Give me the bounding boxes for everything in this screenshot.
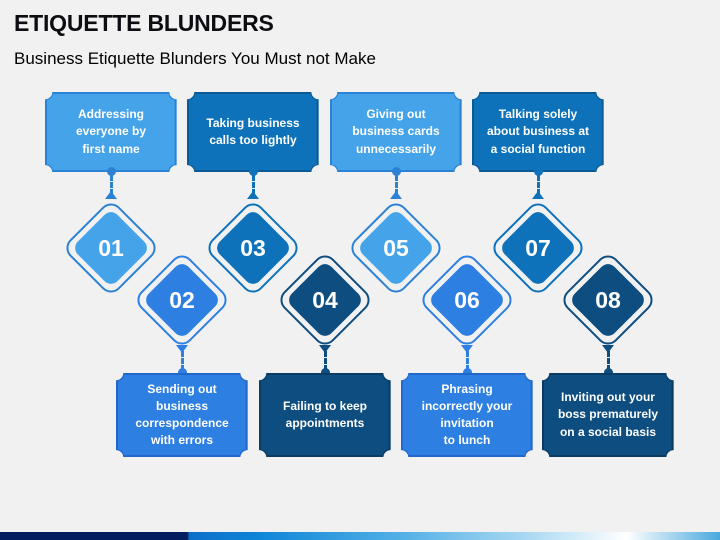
step-diamond-01: 01 <box>61 198 161 298</box>
step-diamond-07: 07 <box>488 198 588 298</box>
connector-arrow-icon <box>461 345 473 353</box>
blunder-label-text: Phrasing incorrectly your invitation to … <box>421 381 513 448</box>
connector-arrow-icon <box>390 191 402 199</box>
connector-arrow-icon <box>319 345 331 353</box>
blunder-label-box-04: Failing to keep appointments <box>259 373 391 457</box>
step-diamond-05: 05 <box>346 198 446 298</box>
connector-dot <box>249 167 258 176</box>
blunder-label-text: Sending out business correspondence with… <box>135 381 229 448</box>
step-diamond-03: 03 <box>203 198 303 298</box>
page-title: ETIQUETTE BLUNDERS <box>14 10 274 36</box>
blunder-label-box-06: Phrasing incorrectly your invitation to … <box>401 373 533 457</box>
blunder-label-text: Inviting out your boss prematurely on a … <box>557 390 659 439</box>
step-number: 08 <box>595 286 621 313</box>
step-number: 01 <box>98 234 124 261</box>
connector-line <box>181 351 184 371</box>
page-subtitle: Business Etiquette Blunders You Must not… <box>14 49 376 68</box>
bottom-accent-bar <box>0 532 720 540</box>
connector-dot <box>604 368 613 377</box>
connector-arrow-icon <box>176 345 188 353</box>
connector-line <box>252 175 255 195</box>
connector-dot <box>107 167 116 176</box>
step-number: 06 <box>454 286 480 313</box>
connector-arrow-icon <box>532 191 544 199</box>
connector-dot <box>463 368 472 377</box>
step-number: 03 <box>240 234 266 261</box>
connector-dot <box>178 368 187 377</box>
step-number: 04 <box>312 286 338 313</box>
step-diamond-04: 04 <box>275 250 375 350</box>
blunder-label-text: Addressing everyone by first name <box>75 107 147 156</box>
blunder-label-text: Giving out business cards unnecessarily <box>352 107 440 156</box>
connector-arrow-icon <box>247 191 259 199</box>
step-number: 02 <box>169 286 195 313</box>
blunder-label-box-01: Addressing everyone by first name <box>45 92 177 172</box>
connector-dot <box>321 368 330 377</box>
step-number: 05 <box>383 234 409 261</box>
blunder-label-text: Talking solely about business at a socia… <box>486 107 590 156</box>
connector-line <box>395 175 398 195</box>
connector-arrow-icon <box>602 345 614 353</box>
step-diamond-02: 02 <box>132 250 232 350</box>
step-diamond-06: 06 <box>417 250 517 350</box>
connector-arrow-icon <box>105 191 117 199</box>
step-diamond-08: 08 <box>558 250 658 350</box>
blunder-label-text: Failing to keep appointments <box>282 398 367 430</box>
blunder-label-box-02: Sending out business correspondence with… <box>116 373 248 457</box>
step-number: 07 <box>525 234 551 261</box>
connector-line <box>324 351 327 371</box>
connector-dot <box>534 167 543 176</box>
connector-line <box>110 175 113 195</box>
blunder-label-box-07: Talking solely about business at a socia… <box>472 92 604 172</box>
blunder-label-box-08: Inviting out your boss prematurely on a … <box>542 373 674 457</box>
blunder-label-box-03: Taking business calls too lightly <box>187 92 319 172</box>
connector-line <box>466 351 469 371</box>
connector-line <box>607 351 610 371</box>
connector-line <box>537 175 540 195</box>
blunder-label-box-05: Giving out business cards unnecessarily <box>330 92 462 172</box>
blunder-label-text: Taking business calls too lightly <box>206 115 300 147</box>
connector-dot <box>392 167 401 176</box>
